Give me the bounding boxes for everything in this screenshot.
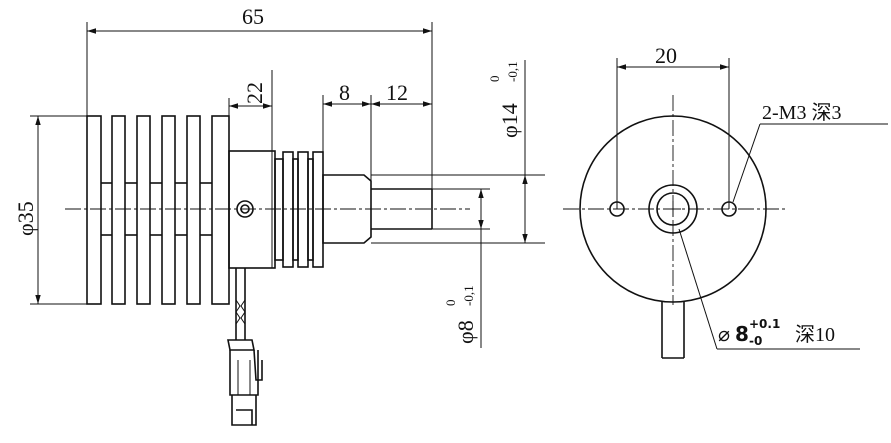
note-bore-upper-tol: +0.1 (749, 317, 780, 331)
dim-20-label: 20 (655, 43, 677, 68)
heatsink-fins (86, 115, 230, 305)
note-bore-value: 8 (735, 322, 749, 346)
side-shaft (322, 174, 433, 244)
note-2-m3-label: 2-M3 深3 (762, 101, 841, 124)
dim-tip-diameter: φ8 0 -0,1 (432, 188, 490, 348)
front-view: 20 2-M3 深3 ⌀ 8 +0.1 -0 深10 (563, 43, 888, 359)
front-bore (656, 192, 690, 226)
dim-12-label: 12 (386, 80, 408, 105)
dim-22-label: 22 (242, 82, 267, 104)
dim-outer-diameter: φ35 (13, 115, 87, 305)
front-hub-outer (648, 184, 698, 234)
note-threads: 2-M3 深3 (732, 101, 888, 203)
dim-body-length: 22 (228, 70, 273, 151)
dim-phi8-label: φ8 (453, 320, 478, 344)
dim-collar-shaft: 8 12 (322, 80, 432, 181)
side-collar (274, 151, 324, 268)
dim-phi8-lower-tol: -0,1 (461, 285, 476, 306)
dim-phi35-label: φ35 (13, 201, 38, 236)
front-outer-circle (579, 115, 767, 303)
dim-phi8-upper-tol: 0 (443, 300, 458, 307)
dim-phi14-label: φ14 (497, 103, 522, 138)
note-bore-prefix: ⌀ (718, 324, 730, 346)
dim-shaft-diameter: φ14 0 -0,1 (371, 60, 545, 244)
side-view: 65 22 8 12 φ35 (13, 4, 545, 426)
note-bore: ⌀ 8 +0.1 -0 深10 (678, 228, 860, 350)
dim-phi14-lower-tol: -0,1 (505, 61, 520, 82)
side-body (228, 150, 276, 269)
note-bore-lower-tol: -0 (749, 334, 762, 348)
dim-overall-length: 65 (86, 4, 433, 189)
side-cable (227, 268, 263, 426)
dim-phi14-upper-tol: 0 (487, 76, 502, 83)
note-bore-depth: 深10 (795, 323, 835, 346)
dim-65-label: 65 (242, 4, 264, 29)
dim-8-label: 8 (339, 80, 350, 105)
dim-hole-spacing: 20 (617, 43, 729, 70)
